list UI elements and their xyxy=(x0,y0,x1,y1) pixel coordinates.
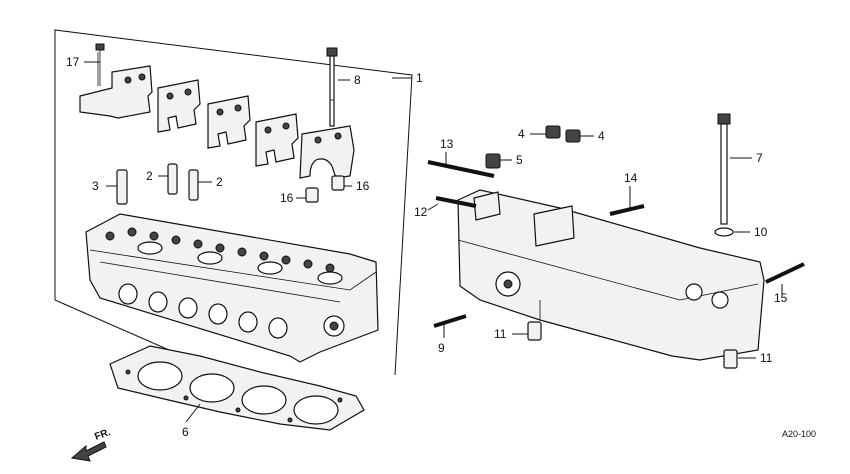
bolt-8 xyxy=(326,47,338,127)
callout-4a: 4 xyxy=(518,127,525,141)
intake-ports xyxy=(118,283,288,339)
leader-lines xyxy=(84,61,783,423)
washer-10 xyxy=(714,227,734,237)
callout-14: 14 xyxy=(624,171,638,185)
stud-12 xyxy=(435,196,477,208)
callout-5: 5 xyxy=(516,153,523,167)
cylinder-head-right xyxy=(457,189,765,361)
callout-3: 3 xyxy=(92,179,99,193)
callout-2a: 2 xyxy=(146,169,153,183)
callout-9: 9 xyxy=(438,341,445,355)
callout-16a: 16 xyxy=(280,191,294,205)
camshaft-holder-caps xyxy=(79,65,355,179)
dowel-pins-16 xyxy=(305,175,345,203)
callout-17: 17 xyxy=(66,55,80,69)
callout-15: 15 xyxy=(774,291,788,305)
bolt-7 xyxy=(717,113,731,225)
sleeve-5 xyxy=(485,153,501,169)
callout-6: 6 xyxy=(182,425,189,439)
callout-2b: 2 xyxy=(216,175,223,189)
callout-labels: 17 8 1 2 2 3 16 16 6 4 4 5 13 12 14 7 10… xyxy=(66,55,788,439)
dowel-pins-11 xyxy=(527,321,738,369)
callout-8: 8 xyxy=(354,73,361,87)
callout-10: 10 xyxy=(754,225,768,239)
nuts-4 xyxy=(545,125,581,143)
callout-16b: 16 xyxy=(356,179,370,193)
callout-11b: 11 xyxy=(760,351,773,365)
callout-7: 7 xyxy=(756,151,763,165)
stud-9 xyxy=(433,314,467,328)
callout-4b: 4 xyxy=(598,129,605,143)
stud-14 xyxy=(609,204,645,216)
front-direction-label: FR. xyxy=(93,427,112,443)
front-direction-arrow: FR. xyxy=(70,427,112,462)
stud-13 xyxy=(427,160,495,178)
callout-12: 12 xyxy=(414,205,428,219)
callout-1: 1 xyxy=(416,71,423,85)
stud-15 xyxy=(765,262,805,284)
callout-13: 13 xyxy=(440,137,454,151)
valve-guides xyxy=(116,163,199,205)
bolt-17 xyxy=(95,43,105,86)
valve-train xyxy=(105,227,343,285)
head-gasket-6 xyxy=(109,345,365,431)
figure-code: A20-100 xyxy=(782,429,816,439)
cylinder-head-left xyxy=(85,213,379,363)
callout-11a: 11 xyxy=(494,327,507,341)
